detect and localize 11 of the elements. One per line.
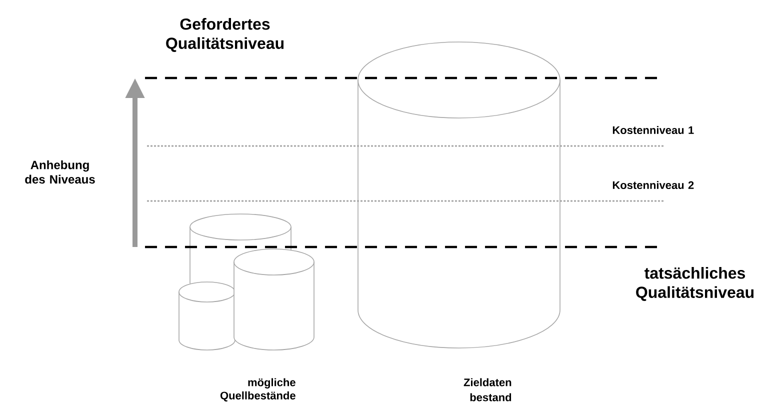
heading: tatsächliches Qualitätsniveau xyxy=(636,267,754,301)
node-label: Zieldaten bestand xyxy=(464,378,512,402)
side-label: Anhebung des Niveaus xyxy=(25,160,95,184)
cylinder xyxy=(178,282,236,350)
cylinder xyxy=(234,248,314,350)
level-label: Kostenniveau 2 xyxy=(612,180,694,190)
caption: mögliche Quellbestände xyxy=(220,378,296,402)
heading: Gefordertes Qualitätsniveau xyxy=(166,18,284,52)
cylinder xyxy=(358,42,560,348)
cylinder xyxy=(190,214,292,284)
level-label: Kostenniveau 1 xyxy=(612,126,694,134)
